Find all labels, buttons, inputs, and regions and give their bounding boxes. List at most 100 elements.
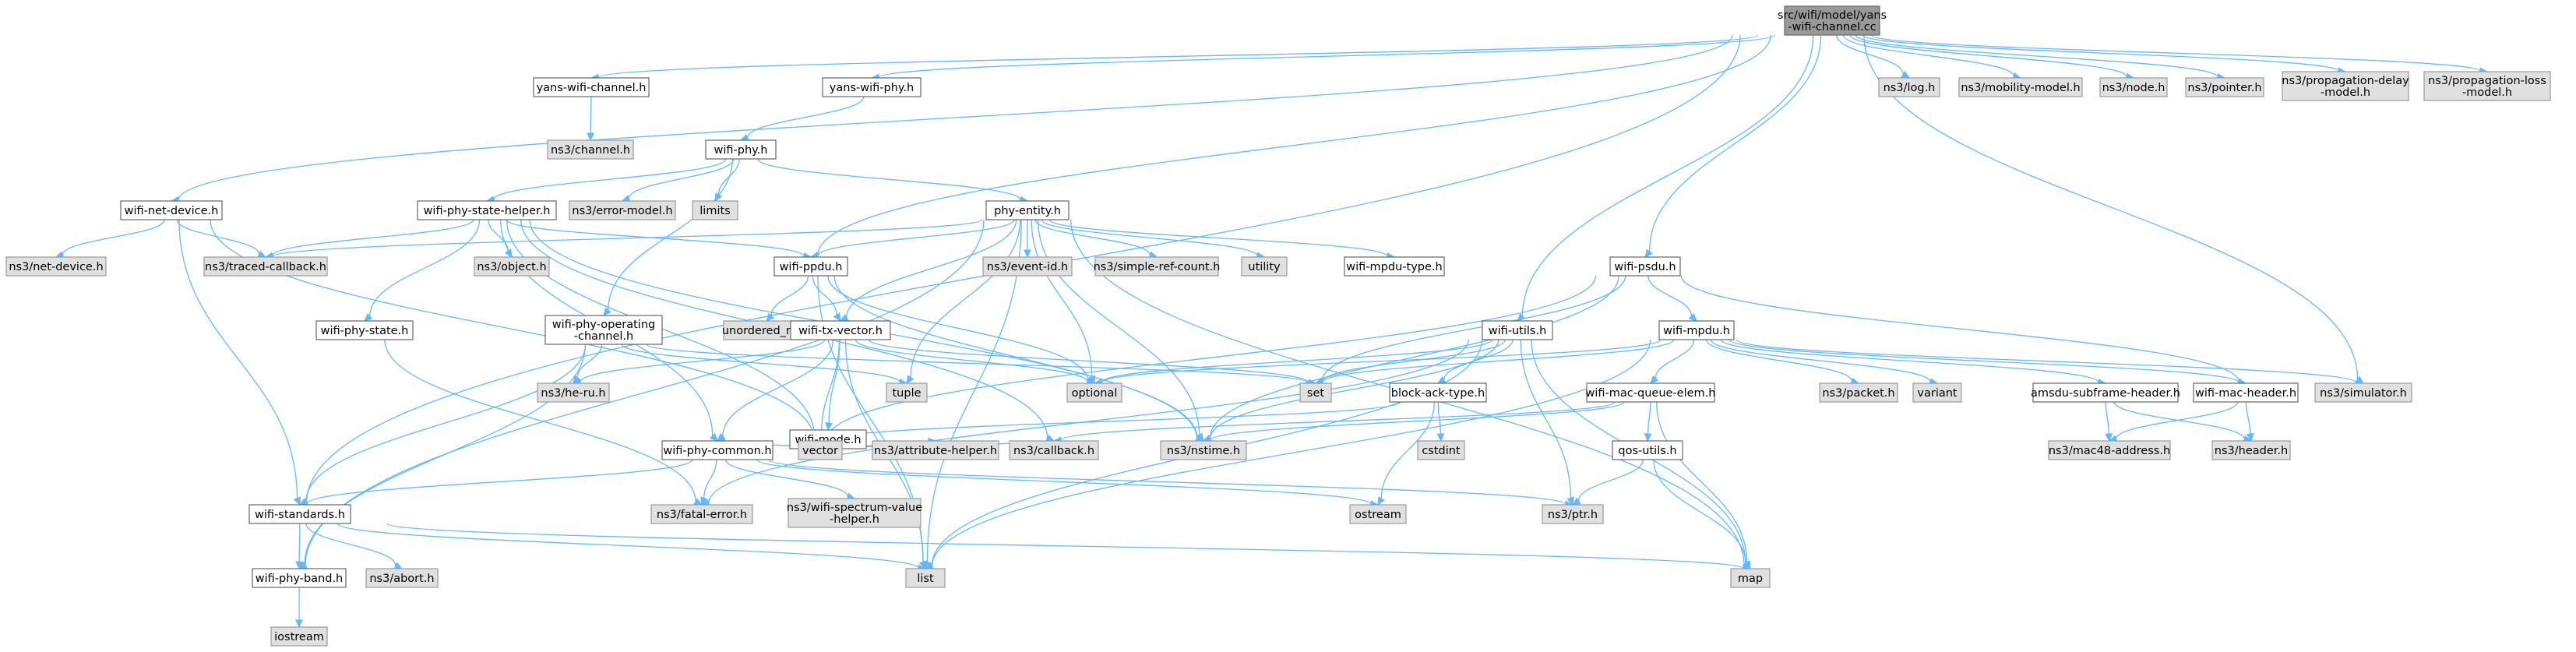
node-ns3-packet-h[interactable]: ns3/packet.h: [1819, 382, 1898, 403]
edge-wifi-phy-state-helper-h-to-ns3-traced-callback-h: [264, 219, 474, 260]
node-wifi-mac-header-h[interactable]: wifi-mac-header.h: [2193, 382, 2299, 403]
edge-arrowhead: [700, 496, 708, 506]
edge-line: [1037, 219, 1200, 435]
node-yans-wifi-channel-h[interactable]: yans-wifi-channel.h: [533, 77, 650, 97]
node-wifi-mpdu-h[interactable]: wifi-mpdu.h: [1658, 320, 1735, 340]
node-ns3-node-h[interactable]: ns3/node.h: [2099, 77, 2168, 97]
edge-wifi-phy-band-h-to-iostream: [295, 587, 303, 629]
node-root[interactable]: src/wifi/model/yans-wifi-channel.cc: [1778, 5, 1887, 36]
node-cstdint[interactable]: cstdint: [1417, 440, 1465, 460]
node-ns3-ptr-h[interactable]: ns3/ptr.h: [1542, 504, 1604, 524]
node-label: ns3/abort.h: [369, 573, 434, 585]
edge-line: [178, 34, 1733, 201]
edge-line: [272, 219, 474, 256]
node-ns3-event-id-h[interactable]: ns3/event-id.h: [982, 256, 1073, 277]
node-wifi-ppdu-h[interactable]: wifi-ppdu.h: [774, 256, 848, 277]
node-label: list: [917, 573, 934, 585]
node-label: ns3/node.h: [2102, 82, 2165, 94]
edge-line: [1322, 339, 1506, 382]
node-wifi-phy-state-h[interactable]: wifi-phy-state.h: [315, 320, 414, 340]
edge-qos-utils-h-to-ns3-ptr-h: [1572, 459, 1644, 506]
edge-line: [646, 344, 1309, 384]
node-limits[interactable]: limits: [692, 200, 738, 220]
node-ns3-wifi-spectrum-value-helper-h[interactable]: ns3/wifi-spectrum-value-helper.h: [787, 498, 922, 528]
edge-arrowhead: [504, 248, 513, 259]
node-ostream[interactable]: ostream: [1349, 504, 1407, 524]
edge-root-to-wifi-net-device-h: [170, 34, 1733, 204]
node-ns3-error-model-h[interactable]: ns3/error-model.h: [569, 200, 676, 220]
node-box: [1389, 382, 1487, 403]
node-variant[interactable]: variant: [1912, 382, 1962, 403]
edge-root-to-ns3-mobility-model-h: [1842, 34, 2022, 80]
node-qos-utils-h[interactable]: qos-utils.h: [1612, 440, 1683, 460]
node-ns3-propagation-delay-model-h[interactable]: ns3/propagation-delay-model.h: [2282, 71, 2409, 101]
node-ns3-mobility-model-h[interactable]: ns3/mobility-model.h: [1958, 77, 2083, 97]
node-wifi-net-device-h[interactable]: wifi-net-device.h: [120, 200, 223, 220]
edge-wifi-phy-common-h-to-wifi-standards-h: [298, 459, 693, 508]
node-optional[interactable]: optional: [1066, 382, 1122, 403]
node-label: amsdu-subframe-header.h: [2031, 387, 2180, 400]
node-ns3-object-h[interactable]: ns3/object.h: [474, 256, 550, 277]
node-ns3-channel-h[interactable]: ns3/channel.h: [547, 139, 634, 160]
edge-root-to-ns3-propagation-loss-model-h: [1870, 34, 2489, 76]
node-vector[interactable]: vector: [798, 440, 843, 460]
node-ns3-pointer-h[interactable]: ns3/pointer.h: [2185, 77, 2264, 97]
node-ns3-header-h[interactable]: ns3/header.h: [2211, 440, 2291, 460]
edge-wifi-standards-h-to-map: [386, 523, 1752, 573]
node-list[interactable]: list: [905, 568, 946, 588]
node-ns3-propagation-loss-model-h[interactable]: ns3/propagation-loss-model.h: [2423, 71, 2551, 101]
node-ns3-traced-callback-h[interactable]: ns3/traced-callback.h: [203, 256, 328, 277]
node-tuple[interactable]: tuple: [886, 382, 928, 403]
node-box: [1094, 256, 1219, 277]
node-ns3-callback-h[interactable]: ns3/callback.h: [1009, 440, 1099, 460]
node-wifi-phy-state-helper-h[interactable]: wifi-phy-state-helper.h: [417, 200, 557, 220]
node-label: set: [1307, 387, 1324, 400]
node-wifi-phy-operating-channel-h[interactable]: wifi-phy-operating-channel.h: [544, 315, 663, 345]
node-wifi-tx-vector-h[interactable]: wifi-tx-vector.h: [790, 320, 891, 340]
node-ns3-fatal-error-h[interactable]: ns3/fatal-error.h: [650, 504, 753, 524]
node-wifi-mpdu-type-h[interactable]: wifi-mpdu-type.h: [1344, 256, 1445, 277]
node-amsdu-subframe-header-h[interactable]: amsdu-subframe-header.h: [2031, 382, 2180, 403]
edge-wifi-mac-header-h-to-ns3-mac48-address-h: [2108, 401, 2239, 443]
node-ns3-simulator-h[interactable]: ns3/simulator.h: [2314, 382, 2412, 403]
node-map[interactable]: map: [1730, 568, 1771, 588]
node-wifi-phy-h[interactable]: wifi-phy.h: [705, 139, 777, 160]
node-wifi-standards-h[interactable]: wifi-standards.h: [248, 504, 351, 524]
node-label: wifi-phy-common.h: [663, 445, 771, 457]
node-label: ns3/mobility-model.h: [1961, 82, 2080, 94]
node-block-ack-type-h[interactable]: block-ack-type.h: [1389, 382, 1487, 403]
node-ns3-nstime-h[interactable]: ns3/nstime.h: [1160, 440, 1247, 460]
node-ns3-log-h[interactable]: ns3/log.h: [1878, 77, 1940, 97]
node-ns3-simple-ref-count-h[interactable]: ns3/simple-ref-count.h: [1094, 256, 1221, 277]
edge-line: [1728, 339, 2239, 383]
node-set[interactable]: set: [1299, 382, 1332, 403]
node-utility[interactable]: utility: [1241, 256, 1288, 277]
node-label: ns3/nstime.h: [1167, 445, 1240, 457]
node-ns3-attribute-helper-h[interactable]: ns3/attribute-helper.h: [872, 440, 999, 460]
edge-qos-utils-h-to-map: [1653, 459, 1751, 569]
edge-root-to-yans-wifi-phy-h: [870, 34, 1775, 82]
edge-yans-wifi-phy-h-to-wifi-phy-h: [739, 96, 865, 142]
node-label: vector: [802, 445, 838, 457]
node-wifi-phy-common-h[interactable]: wifi-phy-common.h: [661, 440, 774, 460]
node-ns3-mac48-address-h[interactable]: ns3/mac48-address.h: [2048, 440, 2171, 460]
node-ns3-he-ru-h[interactable]: ns3/he-ru.h: [537, 382, 610, 403]
edge-wifi-net-device-h-to-wifi-standards-h: [178, 219, 301, 506]
node-wifi-mac-queue-elem-h[interactable]: wifi-mac-queue-elem.h: [1586, 382, 1716, 403]
node-ns3-abort-h[interactable]: ns3/abort.h: [365, 568, 439, 588]
node-label: unordered_map: [722, 325, 811, 337]
node-box: [569, 200, 676, 220]
node-wifi-phy-band-h[interactable]: wifi-phy-band.h: [252, 568, 347, 588]
edge-wifi-mpdu-h-to-wifi-mac-header-h: [1728, 339, 2247, 387]
node-ns3-net-device-h[interactable]: ns3/net-device.h: [5, 256, 107, 277]
node-label: yans-wifi-channel.h: [537, 82, 647, 94]
edge-line: [298, 523, 301, 562]
edge-arrowhead: [825, 421, 833, 432]
node-iostream[interactable]: iostream: [270, 626, 328, 647]
node-phy-entity-h[interactable]: phy-entity.h: [985, 200, 1070, 220]
edge-wifi-net-device-h-to-ns3-net-device-h: [55, 219, 165, 259]
node-yans-wifi-phy-h[interactable]: yans-wifi-phy.h: [822, 77, 922, 97]
node-wifi-utils-h[interactable]: wifi-utils.h: [1482, 320, 1553, 340]
edge-wifi-mpdu-h-to-amsdu-subframe-header-h: [1720, 339, 2107, 386]
node-wifi-psdu-h[interactable]: wifi-psdu.h: [1609, 256, 1681, 277]
